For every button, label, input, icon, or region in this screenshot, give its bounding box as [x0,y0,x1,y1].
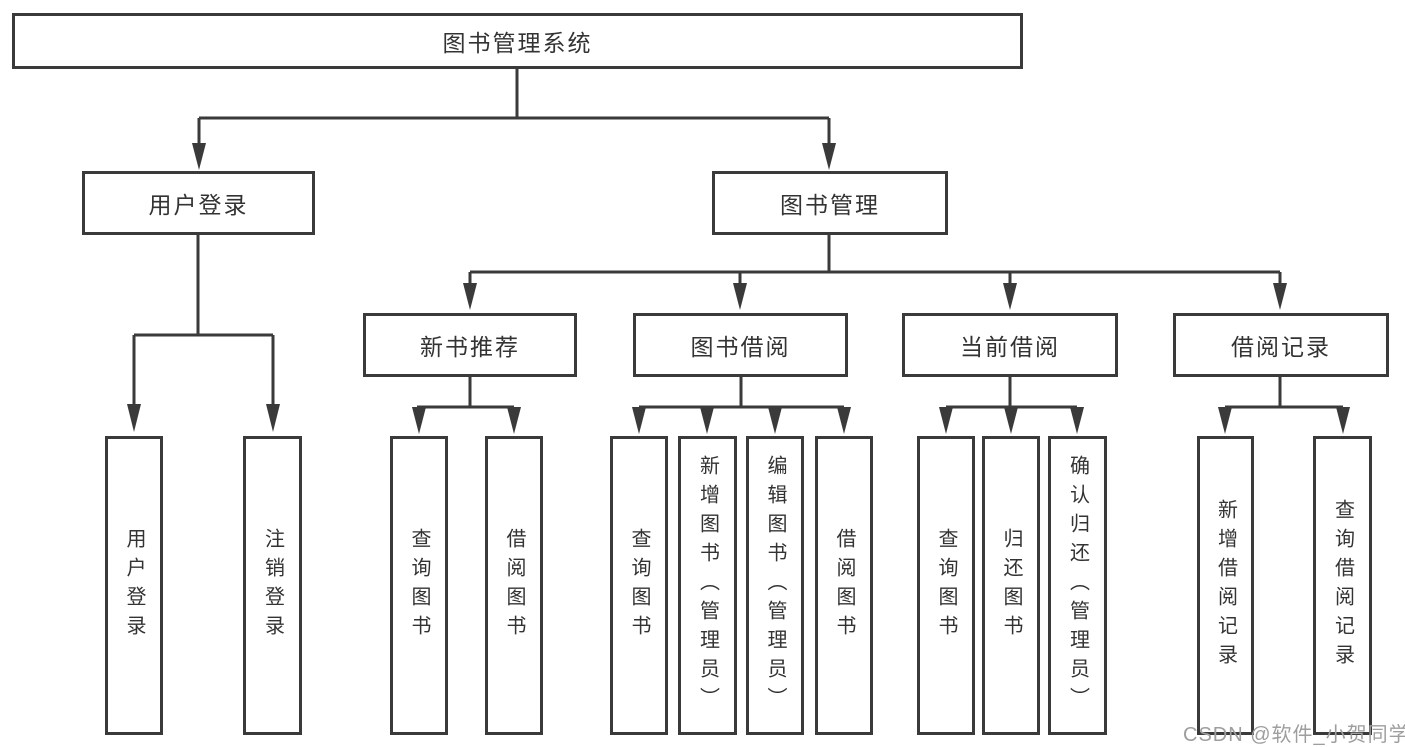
leaf-borrow-books-recommend-label: 借阅图书 [503,527,525,644]
leaf-user-login: 用户登录 [105,436,163,735]
node-book-borrow: 图书借阅 [633,313,848,377]
node-current-borrow: 当前借阅 [902,313,1118,377]
node-current-borrow-label: 当前借阅 [960,334,1060,360]
node-library-system-label: 图书管理系统 [442,30,593,56]
leaf-query-borrow-record: 查询借阅记录 [1313,436,1372,735]
leaf-query-books-recommend-label: 查询图书 [408,527,430,644]
leaf-confirm-return-admin-label: 确认归还（管理员） [1066,455,1089,716]
node-library-system: 图书管理系统 [12,13,1023,69]
leaf-query-borrow-record-label: 查询借阅记录 [1331,498,1354,673]
leaf-borrow-books-borrow-label: 借阅图书 [833,527,855,644]
node-user-login: 用户登录 [82,171,315,235]
node-borrow-records: 借阅记录 [1173,313,1389,377]
leaf-query-books-borrow-label: 查询图书 [628,527,650,644]
connector-current-borrow-to-leaves [939,377,1084,434]
leaf-query-books-borrow: 查询图书 [610,436,668,735]
leaf-add-borrow-record-label: 新增借阅记录 [1214,498,1237,673]
node-borrow-records-label: 借阅记录 [1231,334,1331,360]
leaf-edit-book-admin: 编辑图书（管理员） [746,436,804,735]
leaf-borrow-books-borrow: 借阅图书 [815,436,873,735]
leaf-edit-book-admin-label: 编辑图书（管理员） [764,455,786,716]
leaf-add-borrow-record: 新增借阅记录 [1197,436,1254,735]
leaf-logout-label: 注销登录 [261,527,284,644]
leaf-confirm-return-admin: 确认归还（管理员） [1048,436,1107,735]
leaf-query-books-current-label: 查询图书 [935,527,957,644]
leaf-query-books-recommend: 查询图书 [390,436,448,735]
leaf-return-book: 归还图书 [982,436,1040,735]
connector-book-borrow-to-leaves [632,377,851,434]
leaf-query-books-current: 查询图书 [917,436,975,735]
connector-root-to-level2 [192,69,836,170]
node-book-management-label: 图书管理 [780,192,880,218]
connector-user-login-to-leaves [127,235,280,432]
connector-borrow-records-to-leaves [1218,377,1350,434]
connector-book-management-to-level3 [463,235,1287,310]
leaf-add-book-admin: 新增图书（管理员） [678,436,737,735]
leaf-user-login-label: 用户登录 [123,527,145,644]
node-book-borrow-label: 图书借阅 [690,334,791,360]
leaf-borrow-books-recommend: 借阅图书 [485,436,543,735]
node-user-login-label: 用户登录 [148,192,249,218]
node-new-book-recommend-label: 新书推荐 [420,334,520,360]
leaf-logout: 注销登录 [243,436,302,735]
connector-new-book-recommend-to-leaves [412,377,521,434]
node-new-book-recommend: 新书推荐 [363,313,577,377]
leaf-add-book-admin-label: 新增图书（管理员） [696,455,719,716]
leaf-return-book-label: 归还图书 [1000,527,1022,644]
csdn-watermark: CSDN @软件_小贺同学 [1183,724,1405,746]
node-book-management: 图书管理 [712,171,948,235]
